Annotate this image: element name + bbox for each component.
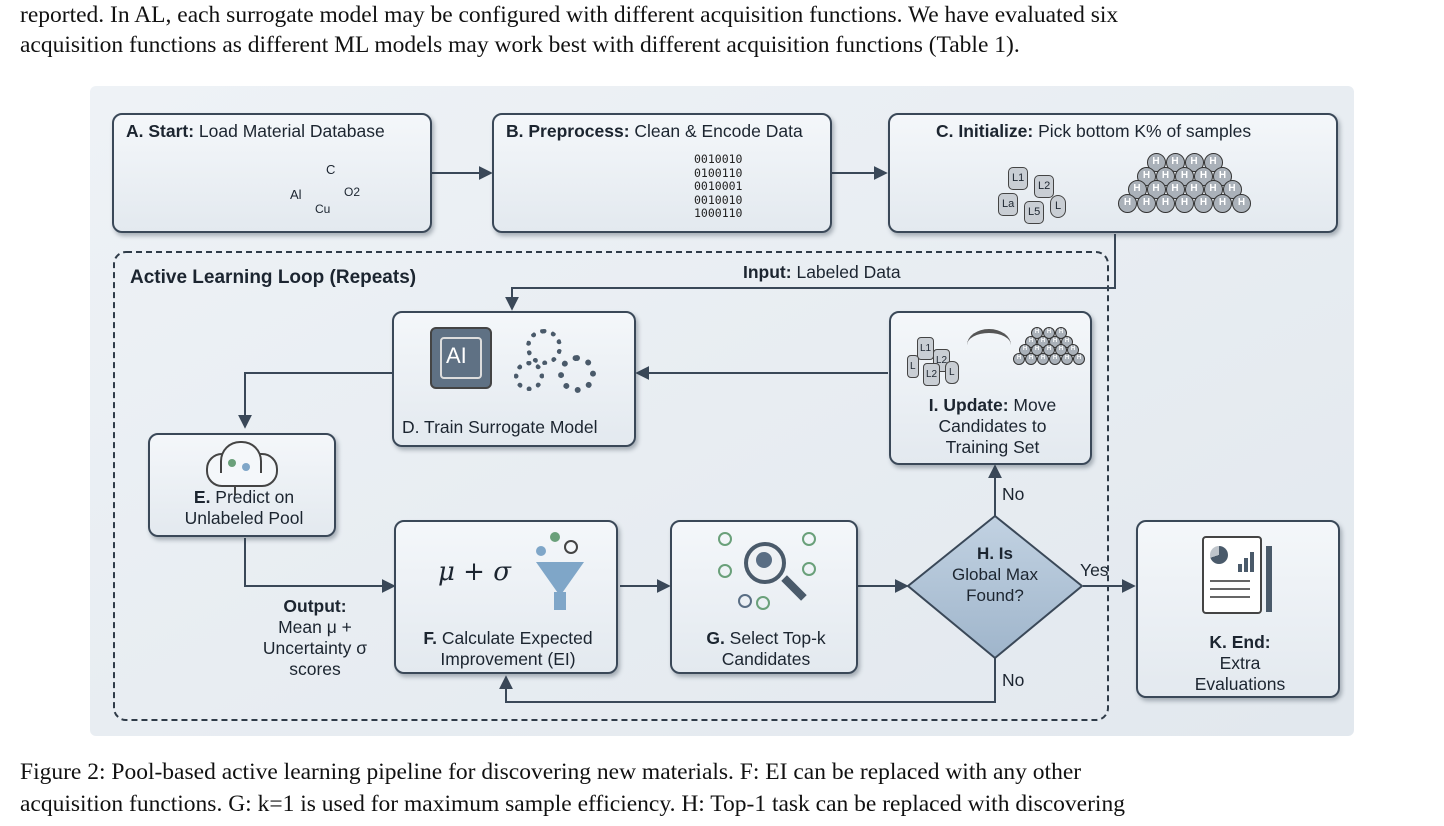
- node-e-predict: E. Predict on Unlabeled Pool: [148, 433, 336, 537]
- atom-cu-label: Cu: [315, 202, 331, 216]
- node-a-text: Load Material Database: [194, 121, 385, 141]
- sample-h-token: H: [1049, 352, 1061, 365]
- figure-caption: Figure 2: Pool-based active learning pip…: [20, 756, 1424, 820]
- ai-chip-icon: AI: [430, 327, 492, 389]
- node-c-text: Pick bottom K% of samples: [1033, 121, 1252, 141]
- pipeline-figure: A. Start: Load Material Database C Al O2…: [90, 86, 1354, 736]
- node-f-label: F. Calculate Expected Improvement (EI): [423, 628, 593, 669]
- sample-h-token: H: [1194, 194, 1213, 214]
- node-a-title: A. Start:: [126, 121, 195, 141]
- gears-icon: [514, 327, 614, 397]
- sample-h-token: H: [1118, 194, 1137, 214]
- sample-h-token: H: [1073, 352, 1085, 365]
- arrow-c-d: [505, 234, 1116, 311]
- sample-h-token: H: [1156, 194, 1175, 214]
- node-i-label: I. Update: Move Candidates to Training S…: [928, 395, 1057, 457]
- node-g-select: G. Select Top-k Candidates: [670, 520, 858, 674]
- sample-h-token: H: [1025, 352, 1037, 365]
- sample-h-token: H: [1175, 194, 1194, 214]
- cloud-icon: [200, 441, 280, 495]
- node-b-preprocess: B. Preprocess: Clean & Encode Data 00100…: [492, 113, 832, 233]
- output-edge-label: Output: Mean μ + Uncertainty σ scores: [262, 596, 368, 679]
- body-paragraph: reported. In AL, each surrogate model ma…: [20, 0, 1424, 60]
- no-down-label: No: [1002, 670, 1025, 690]
- decision-diamond: [906, 514, 1084, 660]
- atom-o2-label: O2: [344, 185, 361, 199]
- node-b-title: B. Preprocess:: [506, 121, 630, 141]
- node-e-label: E. Predict on Unlabeled Pool: [184, 487, 304, 528]
- paragraph-line-1: reported. In AL, each surrogate model ma…: [20, 2, 1119, 28]
- loop-boundary: [113, 251, 1109, 721]
- no-up-label: No: [1002, 484, 1025, 504]
- node-a-start: A. Start: Load Material Database C Al O2…: [112, 113, 432, 233]
- yes-label: Yes: [1080, 560, 1109, 580]
- node-b-text: Clean & Encode Data: [629, 121, 803, 141]
- binary-data: 0010010 0100110 0010001 0010010 1000110: [694, 152, 743, 220]
- node-d-label: D. Train Surrogate Model: [402, 417, 598, 437]
- caption-line-2: acquisition functions. G: k=1 is used fo…: [20, 791, 1125, 817]
- arrow-h-f: [499, 658, 996, 703]
- formula-label: μ + σ: [438, 557, 511, 587]
- node-c-title: C. Initialize:: [936, 121, 1034, 141]
- node-d-train: AI D. Train Surrogate Model: [392, 311, 636, 447]
- arrow-e-f: [244, 538, 396, 593]
- sample-h-token: H: [1013, 352, 1025, 365]
- sample-h-token: H: [1137, 194, 1156, 214]
- sample-h-token: H: [1037, 352, 1049, 365]
- loop-title: Active Learning Loop (Repeats): [130, 267, 417, 288]
- caption-line-1: Figure 2: Pool-based active learning pip…: [20, 759, 1082, 785]
- ai-chip-label: AI: [446, 343, 467, 368]
- curved-arrow-icon: [967, 329, 1011, 361]
- node-f-calculate: μ + σ F. Calculate Expected Improvement …: [394, 520, 618, 674]
- atom-c-label: C: [326, 162, 336, 177]
- low-samples-icon: L1 L2 La L5 L: [998, 163, 1078, 224]
- node-k-label: K. End: Extra Evaluations: [1194, 632, 1286, 694]
- sample-h-token: H: [1213, 194, 1232, 214]
- sample-h-token: H: [1061, 352, 1073, 365]
- atom-al-label: Al: [290, 187, 302, 202]
- node-k-end: K. End: Extra Evaluations: [1136, 520, 1340, 698]
- node-c-initialize: C. Initialize: Pick bottom K% of samples…: [888, 113, 1338, 233]
- paragraph-line-2: acquisition functions as different ML mo…: [20, 32, 1020, 58]
- filter-funnel-icon: [536, 532, 586, 616]
- arrow-d-e: [238, 372, 392, 429]
- report-icon: [1202, 536, 1278, 626]
- sample-h-token: H: [1232, 194, 1251, 214]
- input-edge-label: Input: Labeled Data: [743, 262, 901, 282]
- node-g-label: G. Select Top-k Candidates: [706, 628, 826, 669]
- search-users-icon: [716, 532, 816, 622]
- node-h-label: H. Is Global Max Found?: [952, 544, 1038, 605]
